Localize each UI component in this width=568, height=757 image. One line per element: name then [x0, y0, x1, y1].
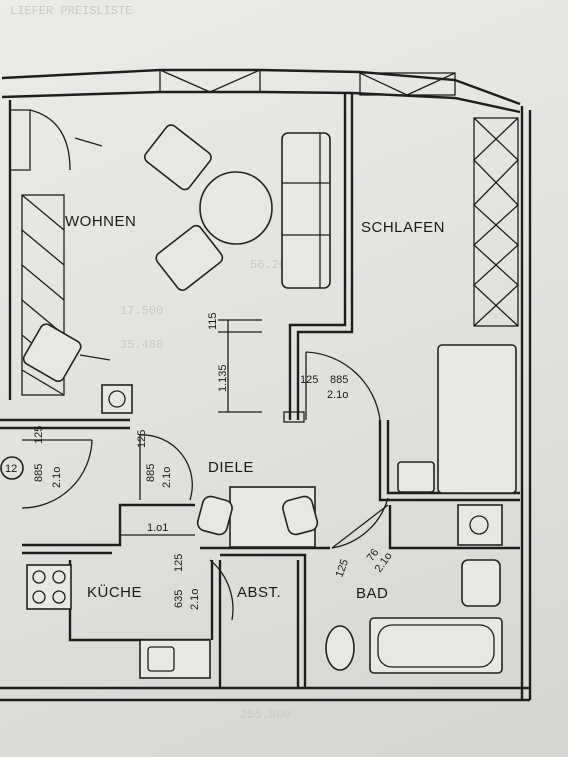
door-swings	[21, 351, 389, 621]
round-table	[199, 171, 273, 245]
dim-label-height-1135: 1.135	[217, 364, 229, 392]
dim-label-door-21-bed: 2.1o	[327, 389, 348, 401]
hall-furniture	[196, 486, 319, 548]
room-label-kueche: KÜCHE	[87, 583, 142, 601]
dim-label-door-76-bath: 76	[365, 547, 382, 564]
dimension-lines	[120, 319, 262, 536]
dim-label-door-885-bed: 885	[330, 374, 348, 386]
dim-label-width-101: 1.o1	[147, 522, 168, 534]
dim-label-door-21-kitchen: 2.1o	[189, 589, 201, 610]
dim-label-door-125-left: 125	[33, 426, 45, 444]
wardrobe	[473, 117, 519, 327]
stove	[26, 564, 72, 610]
dim-label-door-125-hall: 125	[136, 430, 148, 448]
bathroom-fittings	[325, 504, 503, 674]
dim-label-door-21-left: 2.1o	[51, 467, 63, 488]
room-label-bad: BAD	[356, 585, 388, 602]
kitchen-sink	[139, 639, 211, 679]
unit-number-badge: 12	[0, 456, 24, 480]
room-label-schlafen: SCHLAFEN	[361, 219, 445, 236]
dim-label-wall-115: 115	[207, 312, 219, 330]
svg-text:255.800: 255.800	[240, 708, 290, 722]
hall-chair-right	[282, 495, 319, 536]
plant-chair	[22, 323, 82, 383]
dim-label-door-21-hall: 2.1o	[161, 467, 173, 488]
dim-label-door-125-kitchen: 125	[173, 554, 185, 572]
living-furniture	[22, 124, 331, 414]
armchair-top	[144, 124, 212, 191]
hall-chair-left	[196, 495, 233, 536]
dim-label-door-125-bed: 125	[300, 374, 318, 386]
nightstand	[397, 461, 435, 493]
dim-label-door-125-bath: 125	[334, 558, 352, 579]
bedroom-furniture	[397, 344, 517, 494]
sofa	[281, 132, 331, 289]
dim-label-door-635-kitchen: 635	[173, 590, 185, 608]
dim-label-door-885-left: 885	[33, 464, 45, 482]
kitchen-fittings	[26, 564, 211, 679]
outer-walls	[0, 68, 532, 702]
left-wall-cabinets	[10, 109, 71, 396]
svg-text:LIEFER PREISLISTE: LIEFER PREISLISTE	[10, 4, 132, 18]
armchair-bottom	[155, 224, 224, 291]
room-label-wohnen: WOHNEN	[65, 213, 136, 230]
shower-tray	[461, 559, 501, 607]
room-label-diele: DIELE	[208, 459, 254, 476]
washbasin	[457, 504, 503, 546]
bed	[437, 344, 517, 494]
svg-text:17.500: 17.500	[120, 304, 163, 318]
dim-label-door-885-hall: 885	[145, 464, 157, 482]
unit-number-label: 12	[5, 463, 17, 475]
heater-box	[101, 384, 133, 414]
svg-text:35.480: 35.480	[120, 338, 163, 352]
bathtub	[369, 617, 503, 674]
room-label-abst: ABST.	[237, 584, 281, 601]
window-top	[159, 69, 456, 96]
toilet	[325, 625, 355, 671]
